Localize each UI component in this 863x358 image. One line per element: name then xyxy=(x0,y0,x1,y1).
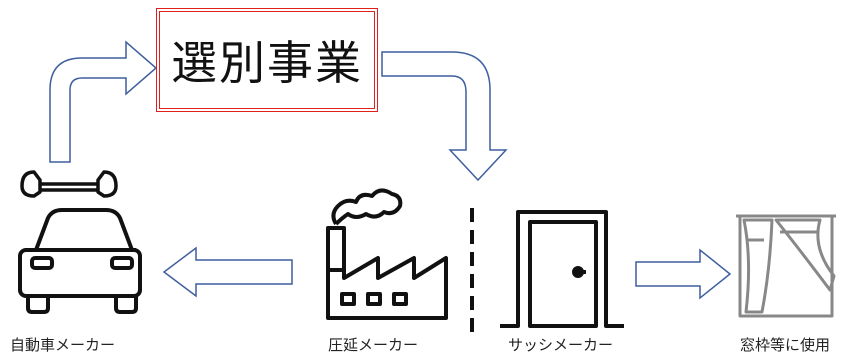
factory-icon xyxy=(326,188,448,320)
wrench-icon xyxy=(20,170,118,198)
sash-maker-label: サッシメーカー xyxy=(508,336,614,354)
title-box: 選別事業 xyxy=(156,8,378,112)
door-icon xyxy=(500,210,624,328)
car-icon xyxy=(18,208,142,314)
curved-arrow-up-right xyxy=(49,40,158,163)
rolling-maker-label: 圧延メーカー xyxy=(328,336,419,354)
window-use-label: 窓枠等に使用 xyxy=(740,336,831,354)
arrow-left xyxy=(162,246,293,298)
car-maker-label: 自動車メーカー xyxy=(10,336,116,354)
window-curtain-icon xyxy=(736,214,836,318)
diagram-title: 選別事業 xyxy=(171,36,363,90)
curved-arrow-right-down xyxy=(381,51,508,182)
arrow-right xyxy=(635,248,732,300)
